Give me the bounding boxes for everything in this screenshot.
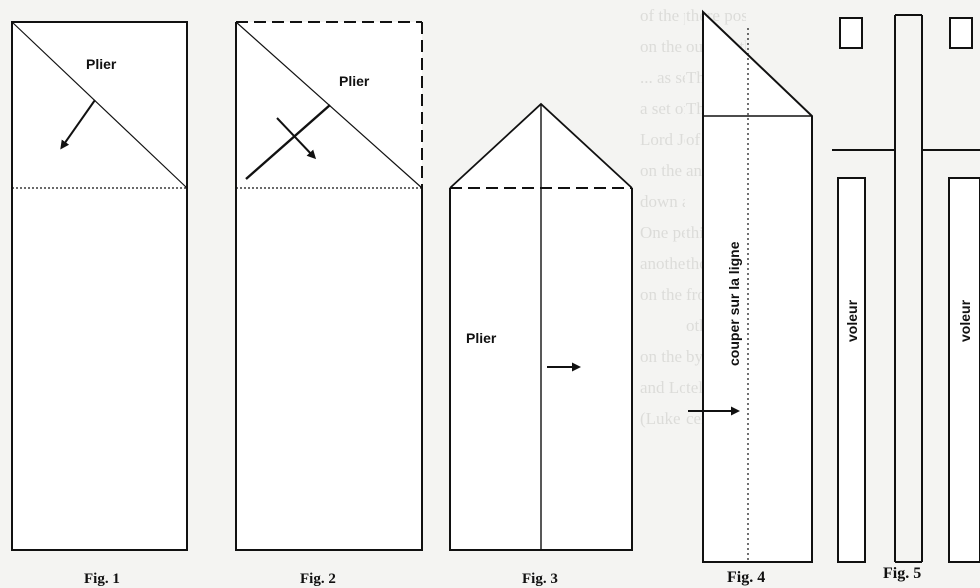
folded-corner-line <box>245 104 331 180</box>
figure-caption: Fig. 4 <box>727 569 765 586</box>
paper-sheet <box>11 21 188 551</box>
figure-3: Plier Fig. 3 <box>449 102 633 587</box>
figure-4: couper sur la ligne Fig. 4 <box>688 9 813 586</box>
cross-beam-vertical <box>894 14 923 563</box>
fold-arrow-icon <box>60 99 96 150</box>
figure-5: voleur voleur Fig. 5 <box>832 14 980 582</box>
fold-label: Plier <box>466 330 497 346</box>
paper-sheet <box>236 22 422 550</box>
long-strip-piece <box>837 177 866 563</box>
fold-label: Plier <box>86 56 117 72</box>
figure-2: Plier Fig. 2 <box>235 21 423 587</box>
thief-label: voleur <box>844 299 860 342</box>
figure-caption: Fig. 5 <box>883 565 921 582</box>
figure-1: Plier Fig. 1 <box>11 21 188 587</box>
small-square-piece <box>839 17 863 49</box>
cut-instruction-label: couper sur la ligne <box>726 241 742 366</box>
thief-label: voleur <box>957 299 973 342</box>
long-strip-piece <box>948 177 980 563</box>
fold-arrow-icon <box>276 117 317 160</box>
paper-piece <box>702 9 813 563</box>
diagonal-fold-line <box>11 21 188 189</box>
figure-caption: Fig. 2 <box>300 571 336 587</box>
small-square-piece <box>949 17 973 49</box>
fold-label: Plier <box>339 73 370 89</box>
paper-outline <box>235 22 423 551</box>
figure-caption: Fig. 3 <box>522 571 558 587</box>
figure-caption: Fig. 1 <box>84 571 120 587</box>
bleed-through-text-middle: of the printed text which is barely visi… <box>640 6 685 428</box>
